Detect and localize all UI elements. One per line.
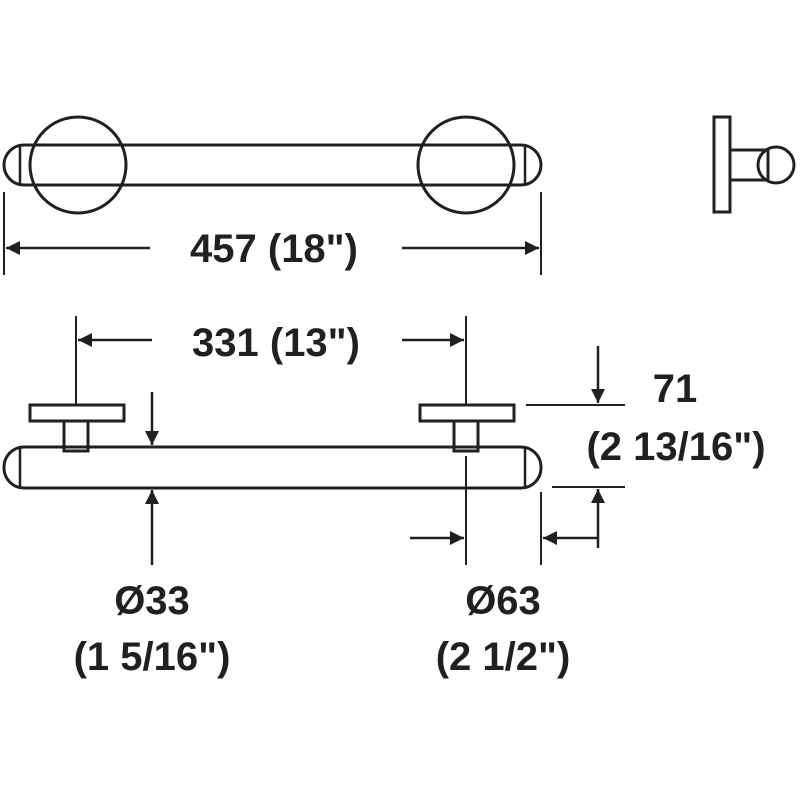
flange-diameter-mm-label: Ø63 xyxy=(465,579,541,623)
projection-dimension: 71 (2 13/16") xyxy=(526,346,766,548)
left-flange-circle xyxy=(28,115,128,215)
projection-in-label: (2 13/16") xyxy=(586,425,765,469)
flange-diameter-in-label: (2 1/2") xyxy=(436,635,571,679)
front-view-bar xyxy=(2,445,543,490)
bar-diameter-in-label: (1 5/16") xyxy=(74,635,231,679)
bar-diameter-dimension: Ø33 (1 5/16") xyxy=(74,392,231,679)
post-spacing-label: 331 (13") xyxy=(192,321,360,365)
projection-mm-label: 71 xyxy=(653,367,698,411)
left-flange-plate xyxy=(28,403,126,423)
overall-length-dimension: 457 (18") xyxy=(3,192,542,275)
bar-diameter-mm-label: Ø33 xyxy=(114,579,190,623)
right-post xyxy=(452,419,480,453)
post-spacing-dimension: 331 (13") xyxy=(75,316,467,404)
top-view-bar xyxy=(2,143,543,187)
left-post xyxy=(62,419,90,453)
top-view xyxy=(2,115,543,215)
front-view xyxy=(2,403,543,490)
end-view xyxy=(712,115,796,214)
right-flange-plate xyxy=(418,403,516,423)
flange-diameter-dimension: Ø63 (2 1/2") xyxy=(410,456,598,679)
right-flange-circle xyxy=(416,115,516,215)
overall-length-label: 457 (18") xyxy=(190,227,358,271)
